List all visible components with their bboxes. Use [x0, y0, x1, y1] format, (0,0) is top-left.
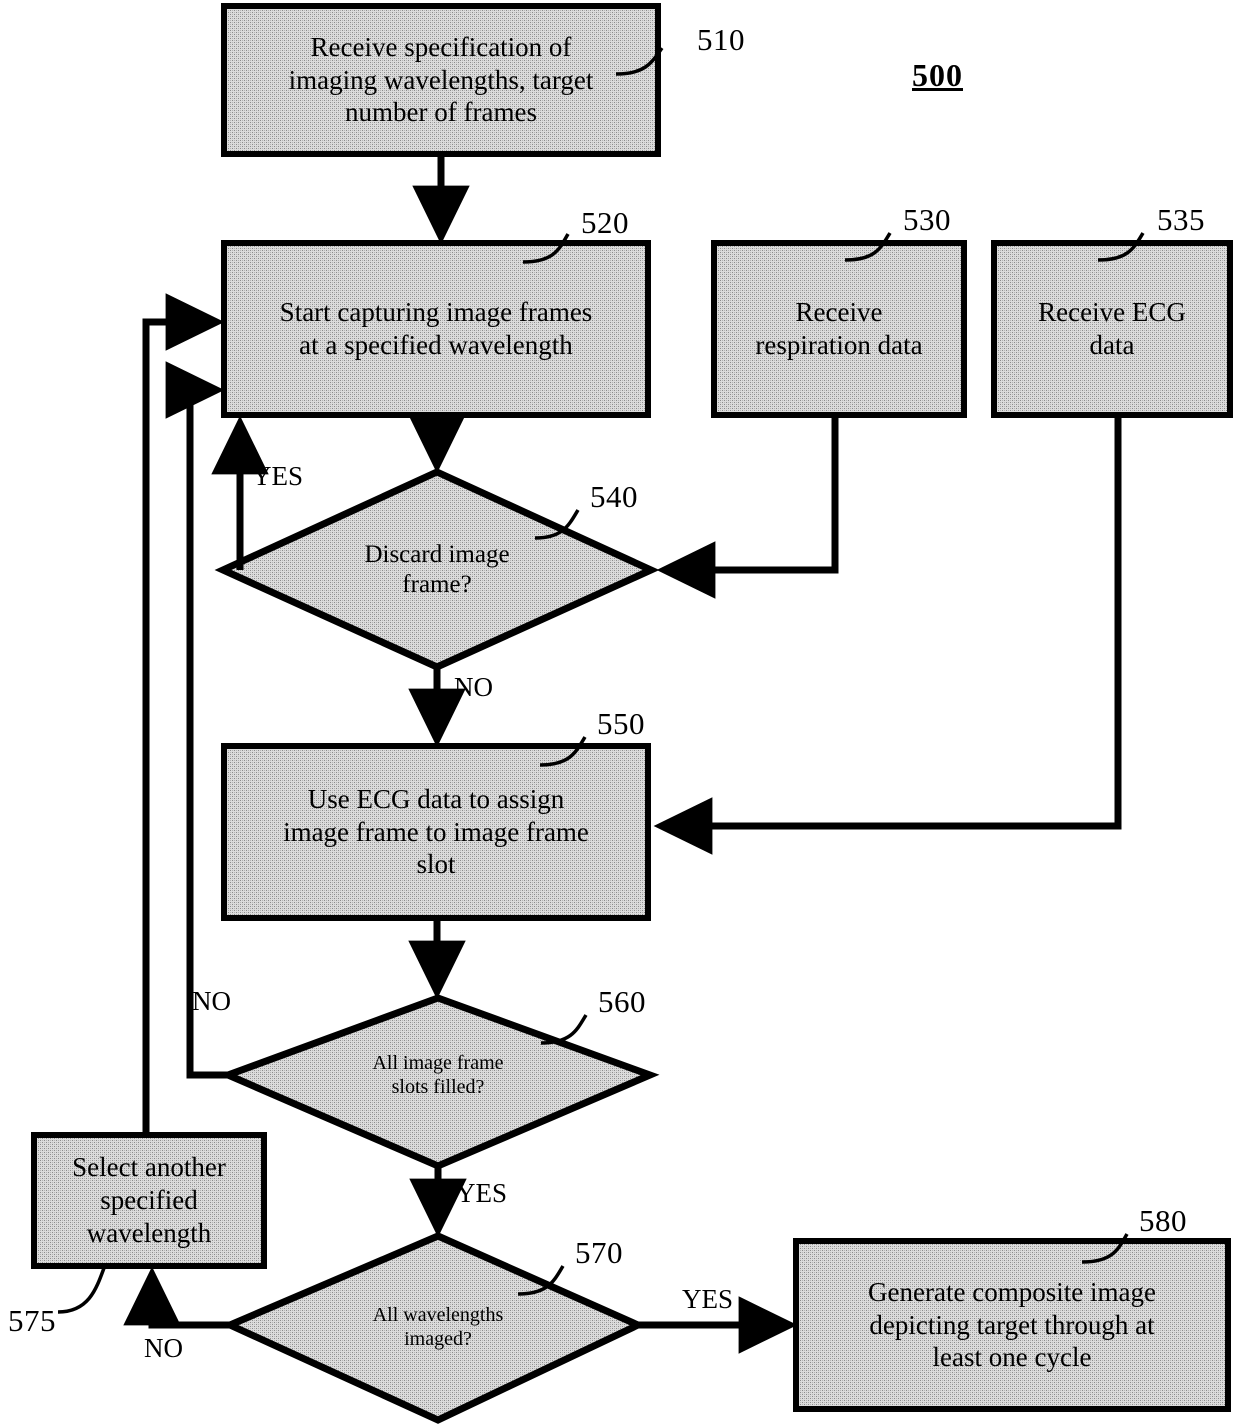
edge-label-wavelengths-no: NO	[144, 1333, 183, 1363]
leader-520	[522, 233, 570, 264]
leader-575	[57, 1267, 106, 1314]
ref-label-535: 535	[1157, 202, 1205, 237]
edge-560-no-to-520	[165, 361, 228, 1079]
node-540-shape	[214, 468, 660, 671]
node-535-shape	[991, 240, 1233, 418]
leader-580	[1081, 1233, 1129, 1264]
node-510-shape	[221, 3, 661, 157]
node-580-shape	[793, 1238, 1231, 1412]
edge-label-discard-yes: YES	[252, 461, 304, 491]
node-550-shape	[221, 743, 651, 921]
ref-label-580: 580	[1139, 1203, 1187, 1238]
leader-530	[844, 232, 892, 262]
node-520-shape	[221, 240, 651, 418]
ref-label-510: 510	[697, 22, 745, 57]
leader-560	[540, 1014, 588, 1045]
ref-label-530: 530	[903, 202, 951, 237]
ref-label-575: 575	[8, 1303, 56, 1338]
leader-510	[615, 46, 664, 76]
ref-label-540: 540	[590, 479, 638, 514]
figure-number: 500	[912, 57, 963, 93]
edge-535-to-550	[653, 415, 1122, 855]
ref-label-520: 520	[581, 205, 629, 240]
node-530-shape	[711, 240, 967, 418]
leader-540	[534, 509, 580, 540]
edge-label-wavelengths-yes: YES	[682, 1284, 734, 1314]
node-560-shape	[218, 994, 660, 1170]
edge-575-to-520	[142, 293, 225, 1135]
leader-570	[517, 1265, 565, 1296]
leader-535	[1097, 232, 1145, 262]
edge-label-discard-no: NO	[454, 672, 493, 702]
edge-label-slots-no: NO	[192, 986, 231, 1016]
node-575-shape	[31, 1132, 267, 1269]
ref-label-560: 560	[598, 984, 646, 1019]
ref-label-570: 570	[575, 1235, 623, 1270]
edge-570-no-to-575	[123, 1266, 230, 1329]
node-570-shape	[221, 1232, 647, 1424]
leader-550	[539, 736, 587, 767]
edge-530-to-540	[656, 415, 839, 599]
ref-label-550: 550	[597, 706, 645, 741]
edge-label-slots-yes: YES	[456, 1178, 508, 1208]
